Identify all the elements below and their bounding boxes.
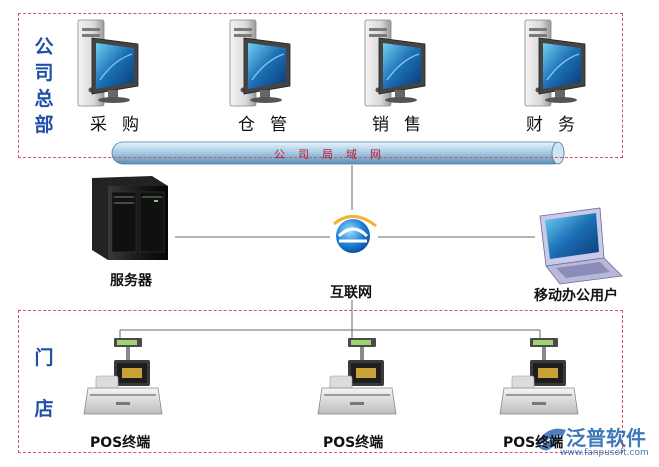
watermark-brand: 泛普软件 bbox=[566, 426, 646, 450]
stores-label-char: 店 bbox=[34, 399, 54, 420]
dept-sales-char-1: 销 bbox=[372, 115, 389, 135]
dept-purchase-char-2: 购 bbox=[122, 115, 139, 135]
pos-terminal-2-label: POS终端 bbox=[323, 435, 384, 451]
pos-terminal-1-label: POS终端 bbox=[90, 435, 151, 451]
server-icon bbox=[92, 176, 168, 260]
mobile-user-label: 移动办公用户 bbox=[534, 288, 618, 304]
internet-label: 互联网 bbox=[330, 285, 372, 301]
hq-label-char: 司 bbox=[34, 63, 54, 84]
network-links bbox=[119, 165, 541, 338]
hq-label-char: 部 bbox=[34, 115, 54, 136]
hq-label-char: 公 bbox=[34, 37, 54, 58]
lan-label: 公司局域网 bbox=[274, 148, 394, 161]
brand-logo-icon bbox=[536, 428, 566, 451]
watermark-url: www.fanpusoft.com bbox=[560, 448, 649, 458]
hq-region bbox=[18, 13, 623, 158]
hq-label-char: 总 bbox=[34, 89, 54, 110]
laptop-icon bbox=[539, 207, 623, 285]
pos-terminal-3-label: POS终端 bbox=[503, 435, 564, 451]
server-label: 服务器 bbox=[110, 273, 152, 289]
dept-warehouse-char-2: 管 bbox=[270, 115, 287, 135]
dept-sales-char-2: 售 bbox=[404, 115, 421, 135]
lan-pipe-icon bbox=[111, 141, 565, 165]
stores-label-char: 门 bbox=[34, 348, 54, 369]
stores-region bbox=[18, 310, 623, 453]
dept-finance-char-1: 财 bbox=[526, 115, 543, 135]
dept-purchase-char-1: 采 bbox=[90, 115, 107, 135]
dept-warehouse-char-1: 仓 bbox=[238, 115, 255, 135]
dept-finance-char-2: 务 bbox=[558, 115, 575, 135]
internet-icon bbox=[333, 215, 377, 253]
